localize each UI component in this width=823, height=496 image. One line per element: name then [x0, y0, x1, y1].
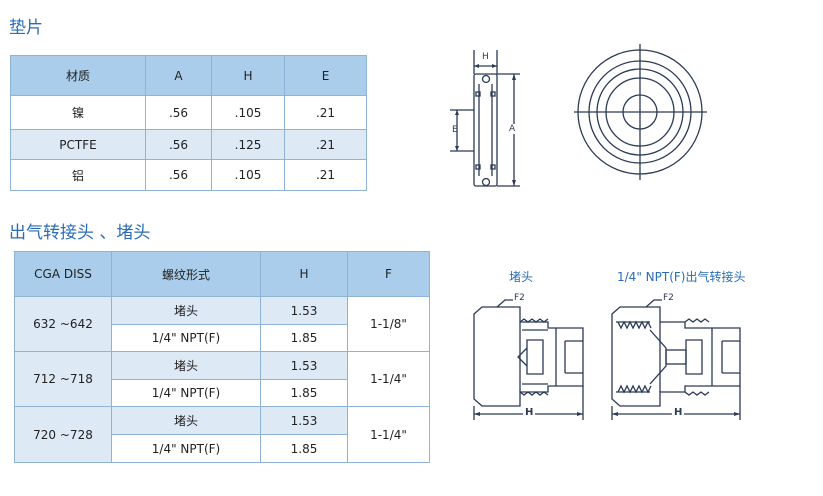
cell-cga: 712 ~718	[14, 351, 112, 407]
dim-label-a: A	[509, 124, 516, 134]
caption-plug: 堵头	[509, 270, 534, 284]
header-material: 材质	[10, 55, 146, 96]
cell-material: 铝	[10, 159, 146, 191]
table-row: 1/4" NPT(F) 1.85	[15, 434, 430, 463]
dim-label-h-adapter: H	[672, 407, 685, 418]
cell-f: 1-1/4"	[347, 351, 430, 407]
header-h: H	[260, 251, 348, 297]
table-row: 镍 .56 .105 .21	[10, 95, 367, 130]
table-header-row: 材质 A H E	[10, 55, 367, 96]
cell-h: 1.53	[260, 351, 348, 380]
header-f: F	[347, 251, 430, 297]
cell-thread: 堵头	[111, 406, 261, 435]
cell-f: 1-1/4"	[347, 406, 430, 463]
cell-h: .105	[211, 95, 285, 130]
cell-a: .56	[145, 129, 212, 160]
cell-cga: 720 ~728	[14, 406, 112, 463]
dim-label-h-plug: H	[523, 407, 536, 418]
cell-thread: 1/4" NPT(F)	[111, 379, 261, 407]
cell-thread: 1/4" NPT(F)	[111, 324, 261, 352]
cell-thread: 堵头	[111, 351, 261, 380]
section-title-adapter: 出气转接头 、堵头	[9, 223, 151, 243]
cell-h: .125	[211, 129, 285, 160]
header-e: E	[284, 55, 367, 96]
table-header-row: CGA DISS 螺纹形式 H F	[14, 251, 430, 297]
table-row: 720 ~728 堵头 1.53 1-1/4"	[14, 406, 430, 463]
cell-e: .21	[284, 129, 367, 160]
cell-h: 1.53	[260, 296, 348, 325]
header-thread: 螺纹形式	[111, 251, 261, 297]
table-row: 632 ~642 堵头 1.53 1-1/8"	[14, 296, 430, 352]
cell-material: 镍	[10, 95, 146, 130]
adapter-table: CGA DISS 螺纹形式 H F 632 ~642 堵头 1.53 1-1/8…	[14, 251, 430, 463]
cell-h: .105	[211, 159, 285, 191]
table-row: 712 ~718 堵头 1.53 1-1/4"	[14, 351, 430, 407]
cell-thread: 1/4" NPT(F)	[111, 434, 261, 463]
header-a: A	[145, 55, 212, 96]
dim-label-f2-adapter: F2	[663, 293, 674, 303]
cell-material: PCTFE	[10, 129, 146, 160]
dim-label-h: H	[482, 52, 489, 62]
table-row: 铝 .56 .105 .21	[10, 159, 367, 191]
cell-e: .21	[284, 95, 367, 130]
dim-label-e: E	[452, 125, 458, 135]
cell-h: 1.53	[260, 406, 348, 435]
cell-thread: 堵头	[111, 296, 261, 325]
dim-label-f2-plug: F2	[514, 293, 525, 303]
gasket-table: 材质 A H E 镍 .56 .105 .21 PCTFE .56 .125 .…	[10, 55, 367, 191]
cell-e: .21	[284, 159, 367, 191]
section-title-gasket: 垫片	[9, 18, 43, 38]
header-h: H	[211, 55, 285, 96]
cell-h: 1.85	[260, 324, 348, 352]
cell-h: 1.85	[260, 434, 348, 463]
table-row: PCTFE .56 .125 .21	[10, 129, 367, 160]
cell-a: .56	[145, 95, 212, 130]
header-cga: CGA DISS	[14, 251, 112, 297]
cell-f: 1-1/8"	[347, 296, 430, 352]
cell-h: 1.85	[260, 379, 348, 407]
cell-a: .56	[145, 159, 212, 191]
table-row: 1/4" NPT(F) 1.85	[15, 379, 430, 407]
caption-adapter: 1/4" NPT(F)出气转接头	[617, 270, 746, 284]
cell-cga: 632 ~642	[14, 296, 112, 352]
